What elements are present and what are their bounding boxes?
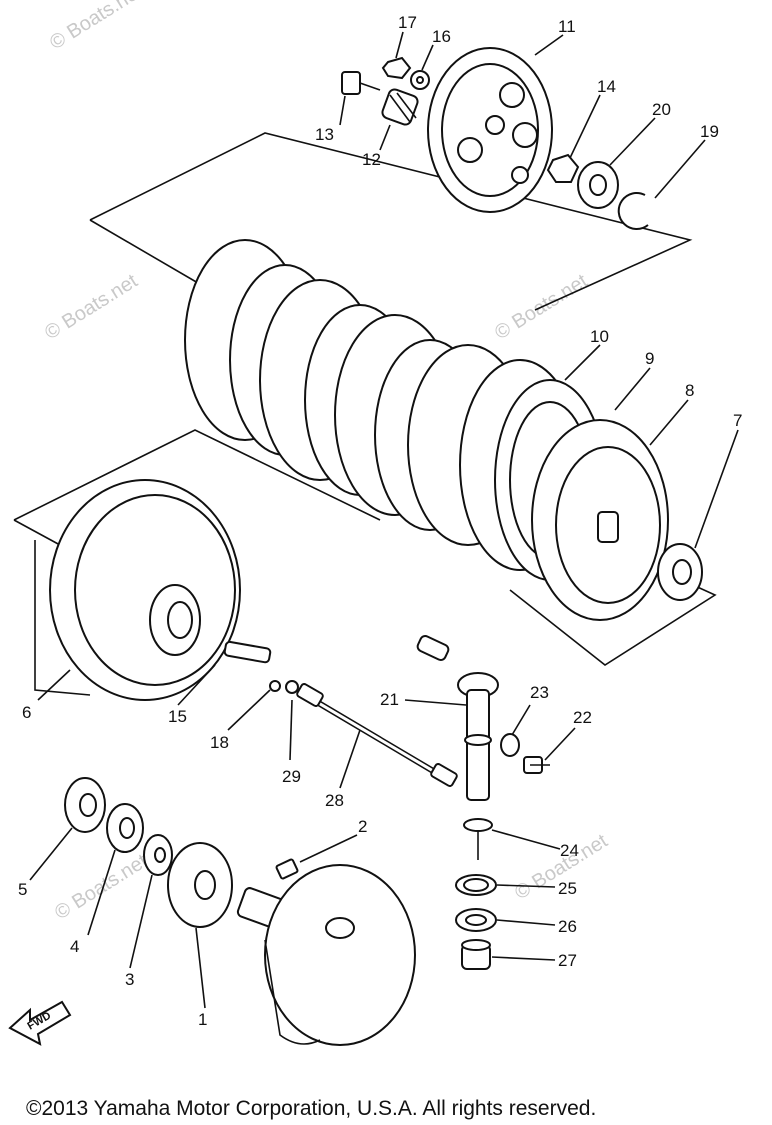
push-rod-28 bbox=[296, 683, 458, 787]
callout-labels: 17 16 11 14 20 19 13 12 10 9 8 7 6 15 18… bbox=[18, 13, 742, 1029]
circlip-25 bbox=[455, 874, 497, 896]
key-2 bbox=[275, 858, 299, 880]
callout-22: 22 bbox=[573, 708, 592, 727]
callout-21: 21 bbox=[380, 690, 399, 709]
push-lever-21 bbox=[416, 635, 499, 801]
lock-washer-7 bbox=[657, 543, 703, 601]
callout-9: 9 bbox=[645, 349, 654, 368]
watermark: © Boats.net bbox=[51, 850, 152, 924]
callout-15: 15 bbox=[168, 707, 187, 726]
bearing-20 bbox=[577, 161, 619, 209]
callout-2: 2 bbox=[358, 817, 367, 836]
clutch-plates bbox=[184, 239, 581, 571]
clutch-boss-8 bbox=[531, 419, 669, 621]
clutch-housing-6 bbox=[34, 479, 241, 701]
nut-17 bbox=[381, 56, 412, 80]
watermark: © Boats.net bbox=[46, 0, 147, 54]
pressure-plate bbox=[427, 47, 553, 213]
ball-29 bbox=[285, 680, 299, 694]
leader-lines bbox=[29, 31, 739, 1009]
spring-24 bbox=[463, 818, 493, 860]
callout-13: 13 bbox=[315, 125, 334, 144]
circlip-19 bbox=[617, 192, 649, 230]
nut-14 bbox=[546, 153, 580, 183]
lock-washer-4 bbox=[106, 803, 144, 853]
callout-4: 4 bbox=[70, 937, 79, 956]
primary-drive-gear-1 bbox=[167, 842, 233, 928]
watermark: © Boats.net bbox=[41, 270, 142, 344]
callout-27: 27 bbox=[558, 951, 577, 970]
push-rod-15 bbox=[223, 640, 272, 664]
callout-12: 12 bbox=[362, 150, 381, 169]
callout-25: 25 bbox=[558, 879, 577, 898]
washer-16 bbox=[410, 70, 430, 90]
crankshaft bbox=[236, 864, 416, 1046]
washer-3 bbox=[143, 834, 173, 876]
callout-29: 29 bbox=[282, 767, 301, 786]
spring-12 bbox=[381, 88, 419, 126]
callout-28: 28 bbox=[325, 791, 344, 810]
callout-7: 7 bbox=[733, 411, 742, 430]
bolt-22 bbox=[523, 756, 550, 774]
callout-8: 8 bbox=[685, 381, 694, 400]
callout-24: 24 bbox=[560, 841, 579, 860]
copyright-notice: ©2013 Yamaha Motor Corporation, U.S.A. A… bbox=[26, 1097, 596, 1120]
callout-5: 5 bbox=[18, 880, 27, 899]
seal-26 bbox=[455, 908, 497, 932]
washer-23 bbox=[500, 733, 520, 757]
callout-23: 23 bbox=[530, 683, 549, 702]
callout-14: 14 bbox=[597, 77, 616, 96]
callout-20: 20 bbox=[652, 100, 671, 119]
callout-11: 11 bbox=[558, 17, 576, 36]
callout-26: 26 bbox=[558, 917, 577, 936]
callout-17: 17 bbox=[398, 13, 417, 32]
callout-1: 1 bbox=[198, 1010, 207, 1029]
fwd-arrow: FWD bbox=[8, 1000, 72, 1046]
callout-6: 6 bbox=[22, 703, 31, 722]
callout-3: 3 bbox=[125, 970, 134, 989]
bushing-27 bbox=[461, 939, 491, 970]
callout-16: 16 bbox=[432, 27, 451, 46]
ball-18 bbox=[269, 680, 281, 692]
nut-5 bbox=[64, 777, 106, 833]
bolt-13 bbox=[341, 71, 381, 95]
callout-18: 18 bbox=[210, 733, 229, 752]
callout-10: 10 bbox=[590, 327, 609, 346]
callout-19: 19 bbox=[700, 122, 719, 141]
